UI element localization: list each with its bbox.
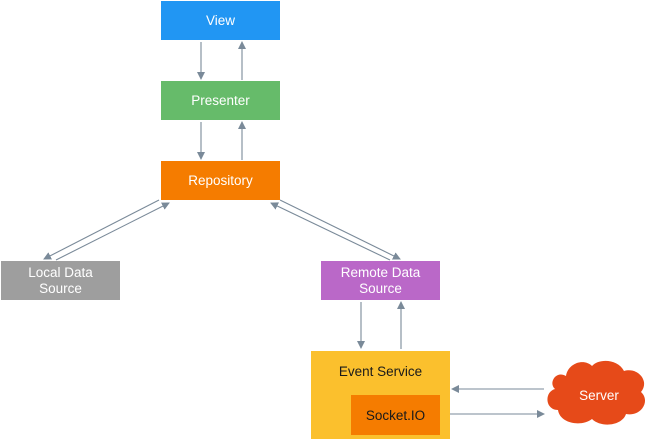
repository-node: Repository (161, 161, 280, 200)
local-data-source-node: Local Data Source (1, 261, 120, 300)
socket-io-node: Socket.IO (351, 395, 440, 435)
edge-repository-to-local-data-source (43, 199, 160, 260)
socket-io-label: Socket.IO (366, 408, 425, 423)
event-service-label: Event Service (339, 364, 422, 379)
repository-label: Repository (188, 173, 253, 188)
remote-data-source-box (321, 261, 440, 300)
presenter-label: Presenter (191, 93, 250, 108)
local-data-source-label-line1: Local Data (28, 265, 93, 280)
view-label: View (206, 13, 235, 28)
edge-repository-to-remote-data-source (279, 199, 401, 260)
view-node: View (161, 1, 280, 40)
remote-data-source-label-line2: Source (359, 281, 402, 296)
repository-box (161, 161, 280, 200)
local-data-source-box (1, 261, 120, 300)
remote-data-source-label-line1: Remote Data (341, 265, 421, 280)
edge-remote-data-source-to-repository (270, 202, 391, 261)
socket-io-box (351, 395, 440, 435)
server-cloud-icon (547, 360, 646, 425)
server-label: Server (579, 388, 619, 403)
presenter-node: Presenter (161, 81, 280, 120)
presenter-box (161, 81, 280, 120)
remote-data-source-node: Remote Data Source (321, 261, 440, 300)
edge-local-data-source-to-repository (55, 202, 170, 261)
server-node: Server (547, 360, 646, 425)
view-box (161, 1, 280, 40)
edges (43, 41, 545, 418)
local-data-source-label-line2: Source (39, 281, 82, 296)
